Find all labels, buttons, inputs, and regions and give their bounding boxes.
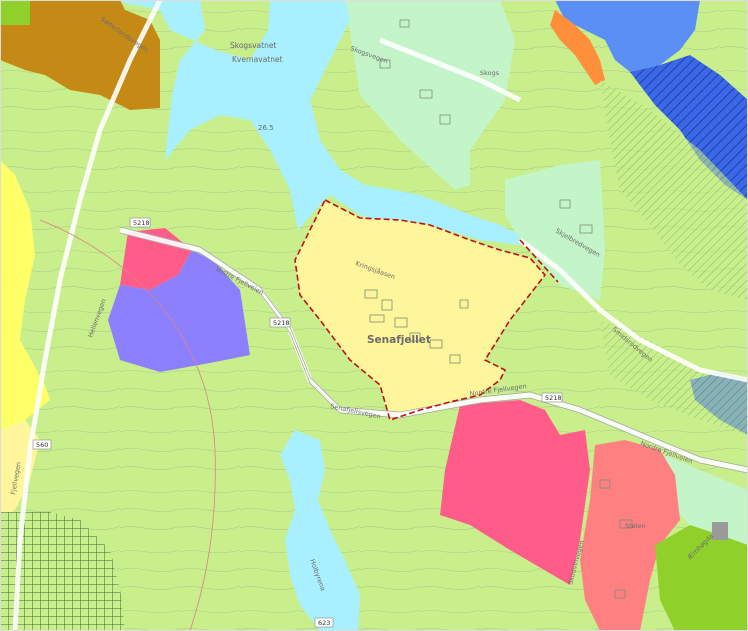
hatched-zone-east — [600, 80, 748, 300]
lake-label-1: Skogsvatnet — [230, 41, 276, 50]
road-badge-1: 5218 — [129, 217, 151, 228]
road-edges — [119, 226, 748, 474]
road-badge-3: 5218 — [541, 392, 563, 403]
grid-zone-southwest[interactable] — [0, 512, 125, 631]
building-footprints — [364, 19, 633, 599]
boundary-arc — [39, 219, 216, 631]
lake-elevation-label: 26.5 — [258, 124, 274, 132]
skogsvatnet-lake[interactable] — [110, 0, 520, 245]
senafjellet-plan-area[interactable] — [295, 200, 545, 420]
lake-south[interactable] — [280, 430, 360, 631]
orange-shoreline — [550, 10, 605, 85]
plan-boundary — [294, 198, 547, 422]
lake-label-2: Kvernavatnet — [232, 55, 283, 64]
svg-text:560: 560 — [36, 441, 48, 449]
hatched-zone-southeast — [600, 320, 748, 435]
place-label-sjo: Stølen — [625, 522, 646, 530]
yellow-zone-west[interactable] — [0, 160, 50, 430]
road-badge-5: 623 — [314, 617, 334, 628]
water-northeast[interactable] — [555, 0, 700, 72]
water-hatched-east[interactable] — [630, 55, 748, 200]
olive-zone-southeast[interactable] — [655, 525, 748, 631]
svg-text:5218: 5218 — [133, 219, 150, 227]
olive-corner — [0, 0, 30, 25]
pink-zone-south[interactable] — [440, 400, 590, 585]
residential-zone-east[interactable] — [505, 160, 605, 300]
residential-zone-north[interactable] — [345, 0, 515, 190]
road-network — [12, 0, 748, 631]
area-name-label: Senafjellet — [367, 334, 431, 346]
road-badge-2: 5218 — [269, 317, 291, 328]
svg-text:5218: 5218 — [545, 394, 562, 402]
svg-text:623: 623 — [318, 619, 330, 627]
plan-boundary-road-segment — [519, 239, 559, 283]
purple-zone[interactable] — [108, 250, 250, 372]
road-badge-4: 560 — [32, 439, 52, 450]
svg-text:5218: 5218 — [273, 319, 290, 327]
place-label-skogs: Skogs — [480, 69, 500, 77]
grey-building — [712, 522, 728, 540]
